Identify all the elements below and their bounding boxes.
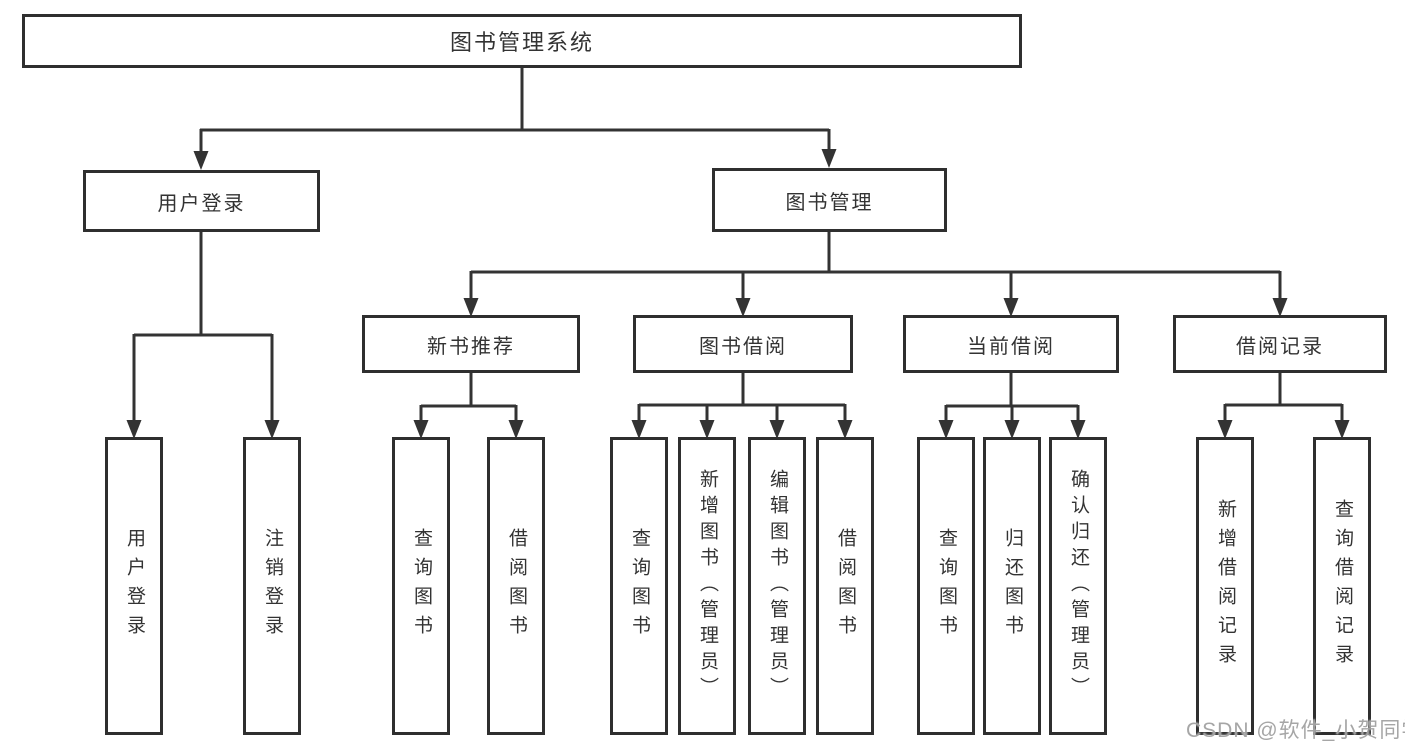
- leaf-confirm-return-admin: 确认归还（管理员）: [1049, 437, 1107, 735]
- leaf-recommend-query-books: 查询图书: [392, 437, 450, 735]
- leaf-current-query-books: 查询图书: [917, 437, 975, 735]
- leaf-user-login: 用户登录: [105, 437, 163, 735]
- node-book-borrow: 图书借阅: [633, 315, 853, 373]
- connector-book-borrow-children: [637, 373, 847, 421]
- node-user-login: 用户登录: [83, 170, 320, 232]
- node-borrow-records: 借阅记录: [1173, 315, 1387, 373]
- node-new-book-recommend: 新书推荐: [362, 315, 580, 373]
- connector-user-login-children: [132, 232, 274, 421]
- leaf-return-books: 归还图书: [983, 437, 1041, 735]
- connector-current-borrow-children: [944, 373, 1080, 421]
- connector-borrow-records-children: [1223, 373, 1344, 421]
- connector-root-to-level2: [199, 68, 831, 152]
- connector-new-book-children: [419, 373, 518, 421]
- leaf-borrow-books: 借阅图书: [816, 437, 874, 735]
- leaf-logout: 注销登录: [243, 437, 301, 735]
- leaf-edit-books-admin: 编辑图书（管理员）: [748, 437, 806, 735]
- leaf-query-borrow-record: 查询借阅记录: [1313, 437, 1371, 735]
- leaf-borrow-query-books: 查询图书: [610, 437, 668, 735]
- leaf-recommend-borrow-books: 借阅图书: [487, 437, 545, 735]
- node-root: 图书管理系统: [22, 14, 1022, 68]
- arrowheads: [126, 149, 1350, 439]
- leaf-add-borrow-record: 新增借阅记录: [1196, 437, 1254, 735]
- node-book-management: 图书管理: [712, 168, 947, 232]
- leaf-add-books-admin: 新增图书（管理员）: [678, 437, 736, 735]
- connector-book-management-children: [469, 232, 1282, 299]
- watermark: CSDN @软件_小贺同学: [1186, 719, 1405, 742]
- node-current-borrow: 当前借阅: [903, 315, 1119, 373]
